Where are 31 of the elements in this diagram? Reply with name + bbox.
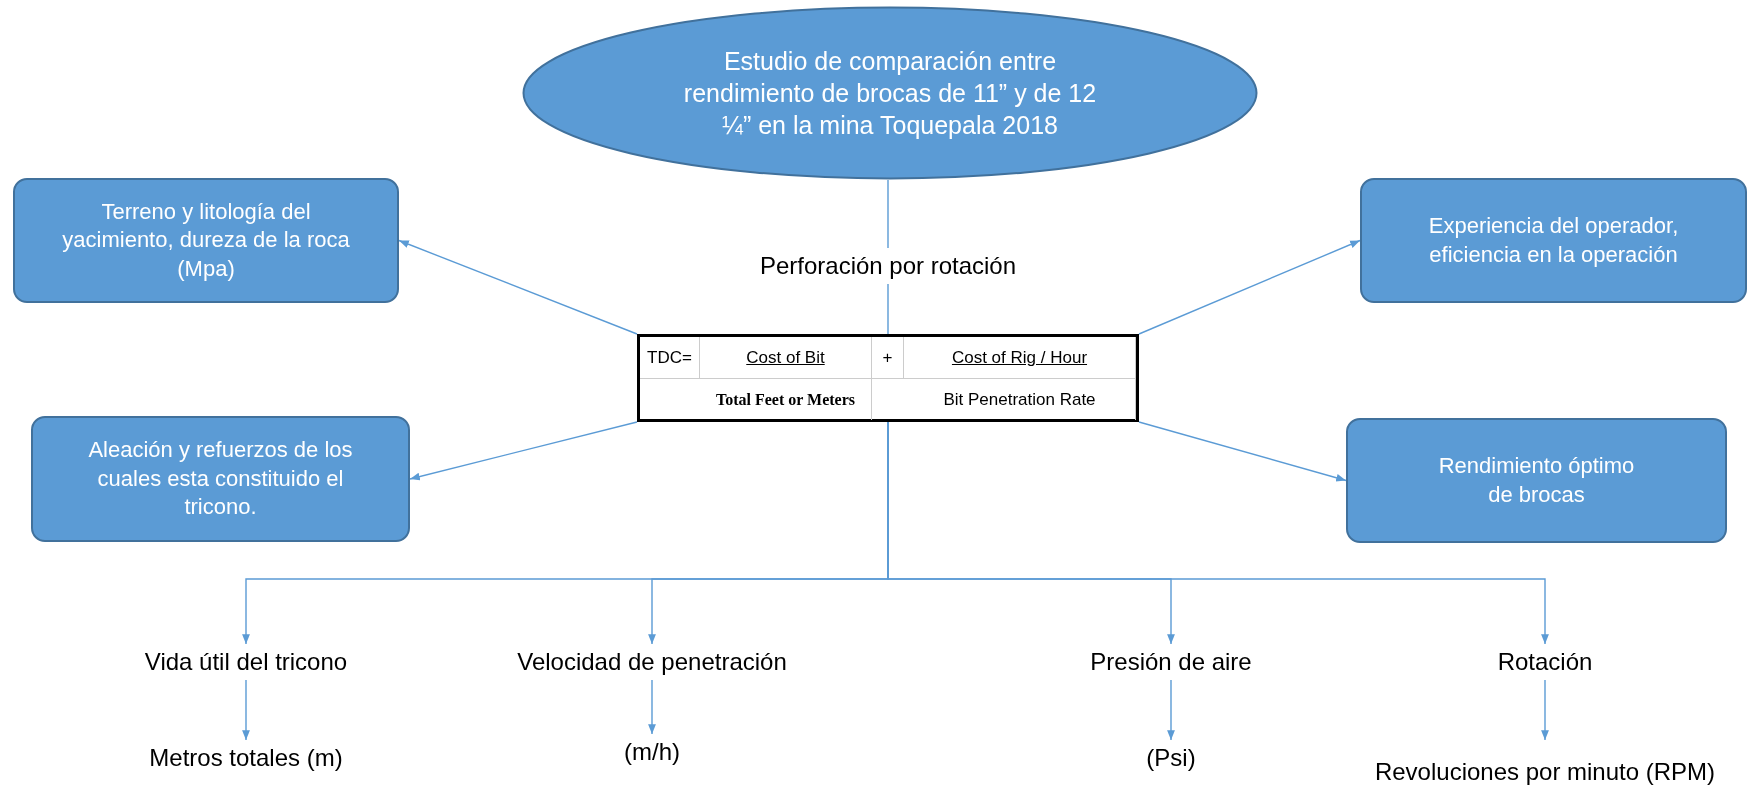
- formula-term: Bit Penetration Rate: [904, 379, 1136, 420]
- title-ellipse: Estudio de comparación entre rendimiento de brocas de 11” y de 12 ¼” en la mina Toquepala 2018: [522, 6, 1258, 180]
- arrow: [409, 421, 638, 481]
- formula-label: TDC=: [640, 337, 700, 379]
- arrow: [1138, 239, 1361, 335]
- parameter-label: Presión de aire: [1031, 644, 1311, 680]
- formula-term: Cost of Rig / Hour: [904, 337, 1136, 379]
- connector-line: [887, 179, 889, 249]
- parameter-label: Vida útil del tricono: [76, 644, 416, 680]
- parameter-label: Velocidad de penetración: [462, 644, 842, 680]
- parameter-label: Rotación: [1445, 644, 1645, 680]
- formula-term: Cost of Bit: [700, 337, 872, 379]
- arrow: [648, 679, 656, 735]
- formula-term: Total Feet or Meters: [700, 379, 872, 420]
- arrow: [1541, 679, 1549, 741]
- connector-line: [887, 283, 889, 335]
- formula-table: [637, 334, 1139, 422]
- unit-label: Revoluciones por minuto (RPM): [1335, 740, 1755, 804]
- unit-label: (m/h): [552, 734, 752, 770]
- arrow: [398, 239, 638, 335]
- arrow: [242, 679, 250, 741]
- factor-box: Rendimiento óptimo de brocas: [1346, 418, 1727, 543]
- factor-box: Experiencia del operador, eficiencia en la operación: [1360, 178, 1747, 303]
- unit-label: (Psi): [1071, 740, 1271, 776]
- arrow: [1138, 421, 1347, 482]
- process-label: Perforación por rotación: [700, 248, 1076, 284]
- arrow: [1167, 679, 1175, 741]
- factor-box: Terreno y litología del yacimiento, dureza de la roca (Mpa): [13, 178, 399, 303]
- plus-sign: +: [872, 337, 904, 379]
- unit-label: Metros totales (m): [76, 740, 416, 776]
- factor-box: Aleación y refuerzos de los cuales esta constituido el tricono.: [31, 416, 410, 542]
